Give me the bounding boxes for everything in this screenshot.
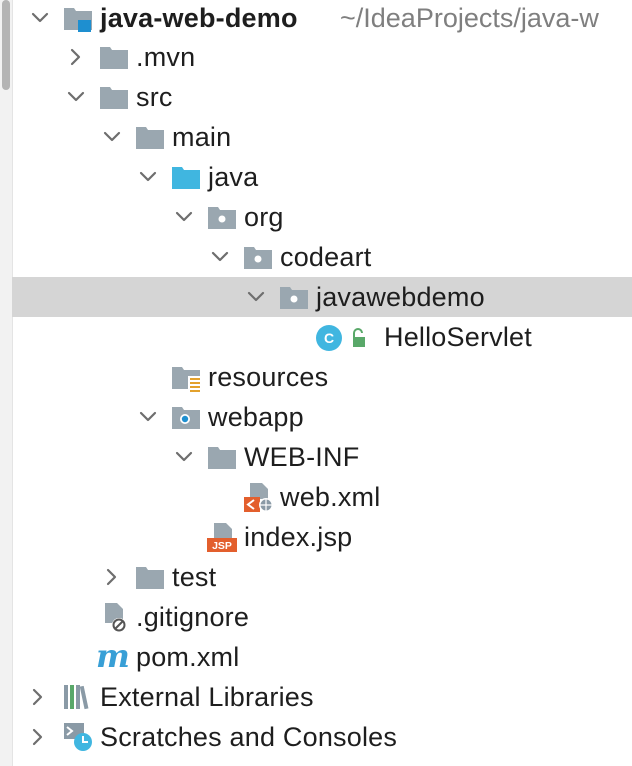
folder-icon	[136, 567, 164, 589]
source-folder-icon	[172, 167, 200, 189]
chevron-down-icon[interactable]	[172, 205, 196, 229]
chevron-right-icon[interactable]	[26, 725, 50, 749]
folder-icon	[100, 87, 128, 109]
folder-icon	[208, 447, 236, 469]
public-access-icon	[353, 328, 365, 347]
tree-item-label: javawebdemo	[316, 282, 485, 312]
package-icon	[244, 247, 272, 269]
chevron-down-icon[interactable]	[172, 445, 196, 469]
java-class-icon: C	[316, 325, 342, 351]
web-xml-file-icon	[244, 483, 273, 512]
tree-row-hello-servlet[interactable]: C HelloServlet	[12, 317, 632, 357]
tree-item-label: webapp	[208, 402, 304, 432]
tree-item-label: WEB-INF	[244, 442, 360, 472]
chevron-down-icon[interactable]	[28, 6, 52, 30]
scratches-icon	[64, 723, 92, 751]
tree-row-test[interactable]: test	[12, 557, 632, 597]
tree-item-label: Scratches and Consoles	[100, 722, 398, 752]
tree-item-label: src	[136, 82, 173, 112]
ignore-file-icon	[105, 603, 126, 632]
package-icon	[280, 287, 308, 309]
tree-row-web-xml[interactable]: web.xml	[12, 477, 632, 517]
chevron-down-icon[interactable]	[136, 165, 160, 189]
module-folder-icon	[64, 8, 92, 32]
tree-row-javawebdemo[interactable]: javawebdemo	[12, 277, 632, 317]
tree-row-pom-xml[interactable]: m pom.xml	[12, 637, 632, 677]
tree-row-main[interactable]: main	[12, 117, 632, 157]
chevron-right-icon[interactable]	[64, 45, 88, 69]
tree-row-codeart[interactable]: codeart	[12, 237, 632, 277]
tree-row-external-libraries[interactable]: External Libraries	[12, 677, 632, 717]
project-path: ~/IdeaProjects/java-w	[340, 3, 599, 33]
folder-icon	[100, 47, 128, 69]
tree-row-mvn[interactable]: .mvn	[12, 37, 632, 77]
tree-item-label: .gitignore	[136, 602, 250, 632]
tree-row-org[interactable]: org	[12, 197, 632, 237]
resources-folder-icon	[172, 367, 201, 392]
tree-item-label: resources	[208, 362, 329, 392]
package-icon	[208, 207, 236, 229]
class-badge-letter: C	[324, 330, 334, 346]
tree-row-webapp[interactable]: webapp	[12, 397, 632, 437]
web-folder-icon	[172, 407, 200, 429]
tree-item-label: External Libraries	[100, 682, 314, 712]
chevron-right-icon[interactable]	[100, 565, 124, 589]
tree-row-web-inf[interactable]: WEB-INF	[12, 437, 632, 477]
tree-item-label: web.xml	[280, 482, 381, 512]
chevron-down-icon[interactable]	[136, 405, 160, 429]
tree-item-label: java	[208, 162, 259, 192]
scrollbar-thumb[interactable]	[2, 0, 10, 90]
jsp-badge-text: JSP	[212, 540, 232, 552]
tree-row-project-root[interactable]: java-web-demo ~/IdeaProjects/java-w	[12, 0, 632, 38]
chevron-down-icon[interactable]	[64, 85, 88, 109]
tree-item-label: main	[172, 122, 232, 152]
tree-item-label: HelloServlet	[384, 322, 532, 352]
tree-item-label: org	[244, 202, 284, 232]
chevron-down-icon[interactable]	[208, 245, 232, 269]
jsp-file-icon: JSP	[207, 523, 237, 552]
chevron-down-icon[interactable]	[100, 125, 124, 149]
tree-row-resources[interactable]: resources	[12, 357, 632, 397]
tree-row-src[interactable]: src	[12, 77, 632, 117]
libraries-icon	[64, 685, 89, 710]
tree-item-label: codeart	[280, 242, 372, 272]
folder-icon	[136, 127, 164, 149]
tree-item-label: .mvn	[136, 42, 196, 72]
chevron-down-icon[interactable]	[244, 285, 268, 309]
tree-item-label: pom.xml	[136, 642, 240, 672]
tree-item-label: index.jsp	[244, 522, 353, 552]
tree-row-scratches[interactable]: Scratches and Consoles	[12, 717, 632, 757]
vertical-scrollbar[interactable]	[0, 0, 13, 766]
tree-item-label: test	[172, 562, 217, 592]
tree-row-gitignore[interactable]: .gitignore	[12, 597, 632, 637]
tree-row-java[interactable]: java	[12, 157, 632, 197]
maven-icon: m	[96, 637, 130, 675]
project-root-label: java-web-demo	[100, 3, 298, 33]
tree-row-index-jsp[interactable]: JSP index.jsp	[12, 517, 632, 557]
chevron-right-icon[interactable]	[26, 685, 50, 709]
